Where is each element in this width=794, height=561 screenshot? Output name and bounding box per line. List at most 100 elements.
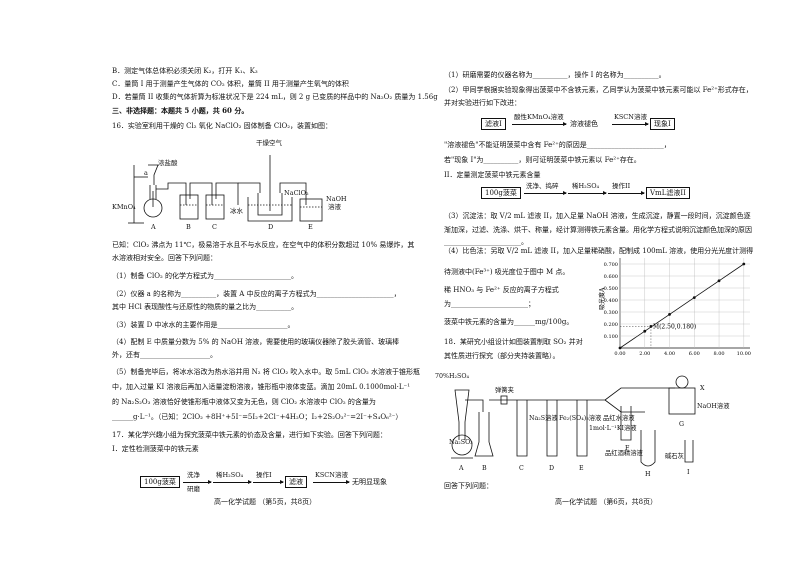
flow2-box-filtrate1: 滤液I — [481, 118, 506, 130]
q18-stem-b: 其性质进行探究（部分夹持装置略）。 — [444, 352, 560, 360]
option-c: C．量筒 I 用于测量产生气体的 CO₂ 体积，量筒 II 用于测量产生氧气的体… — [112, 80, 349, 88]
chart-xtick-label: 0.00 — [614, 351, 625, 357]
naoh-label-18: NaOH溶液 — [697, 401, 730, 410]
flow-box-spinach: 100g菠菜 — [140, 476, 180, 488]
q17-part2: （2）甲同学根据实验现象得出菠菜中不含铁元素，乙同学认为菠菜中铁元素可能以 Fe… — [444, 86, 753, 94]
q17-part4: （4）比色法：另取 V/2 mL 滤液 II，加入足量稀硝酸，配制成 100mL… — [444, 247, 754, 255]
flow3-arrow-1 — [524, 191, 567, 195]
q16-part2: （2）仪器 a 的名称为__________，装置 A 中反应的离子方程式为__… — [112, 290, 401, 298]
soda-lime-label: 碱石灰 — [665, 451, 684, 460]
na2so3-label: Na₂SO₃ — [449, 439, 473, 446]
chart-ylabel: 吸光度A — [598, 287, 606, 310]
flow3-acid: 稀H₂SO₄ — [572, 182, 600, 190]
q17-part3c: ______________________。 — [444, 238, 528, 246]
flow2-fade: 溶液褪色 — [570, 120, 598, 128]
q16-part4: （4）配制 E 中质量分数为 5% 的 NaOH 溶液，需要使用的玻璃仪器除了胶… — [112, 338, 400, 346]
chart-annotation: M(2.50,0.180) — [653, 323, 696, 330]
flow-step-grind: 研磨 — [187, 485, 200, 493]
pinred-water-label: 品红水溶液 — [603, 413, 635, 422]
q16-part5: （5）制备完毕后，将冰水浴改为热水浴并用 N₂ 将 ClO₂ 吹入水中。取 5m… — [112, 368, 420, 376]
flow2-arrow-2 — [612, 122, 649, 126]
chart-point — [717, 279, 721, 283]
q16-part4b: 外，还有____________________。 — [112, 351, 217, 359]
chart-xtick-label: 8.00 — [713, 351, 724, 357]
q17-part2d: 若"现象 I"为__________，则可证明菠菜中铁元素以 Fe²⁺存在。 — [444, 156, 641, 164]
chart-xtick-label: 10.00 — [737, 351, 751, 357]
q18-letter-e: E — [579, 465, 584, 472]
dry-air-label: 干燥空气 — [256, 138, 283, 147]
flow3-wash: 洗净、捣碎 — [526, 182, 559, 190]
q16-stem: 16．实验室利用干燥的 Cl₂ 氧化 NaClO₂ 固体制备 ClO₂，装置如图… — [112, 122, 333, 130]
q18-letter-h: H — [645, 471, 651, 478]
q16-apparatus-figure: 干燥空气 浓盐酸 KMnO₄ a NaClO₂ 冰水 NaOH 溶液 A B C… — [112, 138, 347, 231]
q18-letter-f: F — [625, 445, 630, 452]
q18-letter-g: G — [679, 421, 684, 428]
acid-label: 70%H₂SO₄ — [435, 373, 469, 380]
spring-clip-label: 弹簧夹 — [495, 385, 514, 394]
naoh-solution-label: 溶液 — [328, 202, 342, 211]
right-page: （1）研磨需要的仪器名称为__________，操作 I 的名称为_______… — [400, 0, 794, 561]
option-d: D．若量筒 II 收集的气体折算为标准状况下是 224 mL，则 2 g 已变质… — [112, 93, 438, 101]
ice-water-label: 冰水 — [230, 206, 244, 215]
letter-d: D — [268, 223, 273, 231]
q16-part2b: 其中 HCl 表现酸性与还原性的物质的量之比为__________。 — [112, 303, 299, 311]
flow2-kscn: KSCN溶液 — [614, 113, 647, 121]
flow3-box-filtrate2: VmL滤液II — [646, 187, 690, 199]
chart-point — [618, 346, 622, 350]
chart-point — [668, 313, 671, 316]
naclo2-label: NaClO₂ — [284, 189, 309, 197]
q16-part3: （3）装置 D 中冰水的主要作用是____________________。 — [112, 321, 295, 329]
q16-part1: （1）制备 ClO₂ 的化学方程式为______________________… — [112, 272, 299, 280]
letter-b: B — [186, 223, 191, 231]
chart-point — [692, 296, 696, 299]
q17-stem: 17．某化学兴趣小组为探究菠菜中铁元素的价态及含量，进行如下实验。回答下列问题： — [112, 431, 387, 439]
q17-section2: II．定量测定菠菜中铁元素含量 — [444, 171, 541, 179]
chart-point — [742, 262, 746, 266]
q17-part3: （3）沉淀法：取 V/2 mL 滤液 II，加入足量 NaOH 溶液，生成沉淀，… — [444, 212, 751, 220]
q16-part5c: 的 Na₂S₂O₃ 溶液恰好使锥形瓶中液体又变为无色，则 ClO₂ 水溶液中 C… — [112, 398, 376, 406]
chart-ytick-label: 0.300 — [604, 310, 618, 316]
flow3-op2: 操作II — [612, 182, 631, 190]
flow3-arrow-2 — [568, 191, 607, 195]
q17-part1: （1）研磨需要的仪器名称为__________，操作 I 的名称为_______… — [444, 71, 666, 79]
q17-part3b: 渐加深，过滤、洗涤、烘干、称量，经计算测得铁元素含量。用化学方程式说明沉淀颜色加… — [444, 226, 752, 234]
ki-label: 1mol·L⁻¹KI溶液 — [589, 423, 637, 432]
q17-part4b: 待测液中(Fe³⁺) 吸光度位于图中 M 点。 — [444, 268, 570, 276]
chart-ytick-label: 0.100 — [604, 334, 618, 340]
q16-note-1: 已知：ClO₂ 沸点为 11℃，极易溶于水且不与水反应，在空气中的体积分数超过 … — [112, 241, 415, 249]
pinred-ethanol-label: 品红酒精溶液 — [605, 448, 643, 457]
flow-arrow-2 — [213, 480, 252, 484]
chart-ytick-label: 0.600 — [604, 274, 618, 280]
flow-arrow-1 — [183, 480, 212, 484]
q18-stem: 18．某研究小组设计如图装置制取 SO₂ 并对 — [444, 338, 583, 346]
chart-point-m — [649, 325, 653, 328]
flow-step-acid: 稀H₂SO₄ — [216, 471, 244, 479]
right-footer: 高一化学试题 （第6页，共8页） — [555, 498, 658, 506]
flow3-box-spinach: 100g菠菜 — [481, 187, 521, 199]
q17-part4c: 稀 HNO₃ 与 Fe²⁺ 反应的离子方程式 — [444, 286, 559, 294]
q17-part2c: "溶液褪色"不能证明菠菜中含有 Fe²⁺的原因是________________… — [444, 141, 671, 149]
q18-apparatus-figure: 70%H₂SO₄ 弹簧夹 Na₂SO₃ Na₂S溶液 Fe₂(SO₄)₃溶液 1… — [435, 373, 730, 478]
flow-box-filtrate: 滤液 — [285, 476, 307, 488]
chart-point — [643, 329, 647, 333]
flow-arrow-4 — [313, 480, 350, 484]
q17-part4e: 菠菜中铁元素的含量为______mg/100g。 — [444, 318, 574, 326]
flow-step-kscn: KSCN溶液 — [315, 471, 348, 479]
chart-ytick-label: 0.400 — [604, 298, 618, 304]
flow3-arrow-3 — [608, 191, 645, 195]
letter-a: A — [150, 223, 156, 231]
flow2-arrow-1 — [512, 122, 567, 126]
q18-letter-a: A — [458, 465, 464, 472]
q17-part2b: 并对实验进行如下改进： — [444, 99, 521, 107]
naoh-label: NaOH — [326, 195, 347, 203]
q16-part5b: 中，加入过量 KI 溶液后再加入适量淀粉溶液，锥形瓶中液体变蓝。滴加 20mL … — [112, 383, 411, 391]
x-label: X — [700, 385, 705, 392]
flow2-box-phenomenon: 现象I — [650, 118, 675, 130]
q18-letter-b: B — [482, 465, 487, 472]
flow-arrow-3 — [253, 480, 284, 484]
chart-series-line — [619, 263, 745, 349]
chart-ytick-label: 0.200 — [604, 322, 618, 328]
left-footer: 高一化学试题 （第5页，共8页） — [214, 498, 317, 506]
q17-section1: I．定性检测菠菜中的铁元素 — [112, 445, 199, 453]
q18-letter-c: C — [519, 465, 524, 472]
